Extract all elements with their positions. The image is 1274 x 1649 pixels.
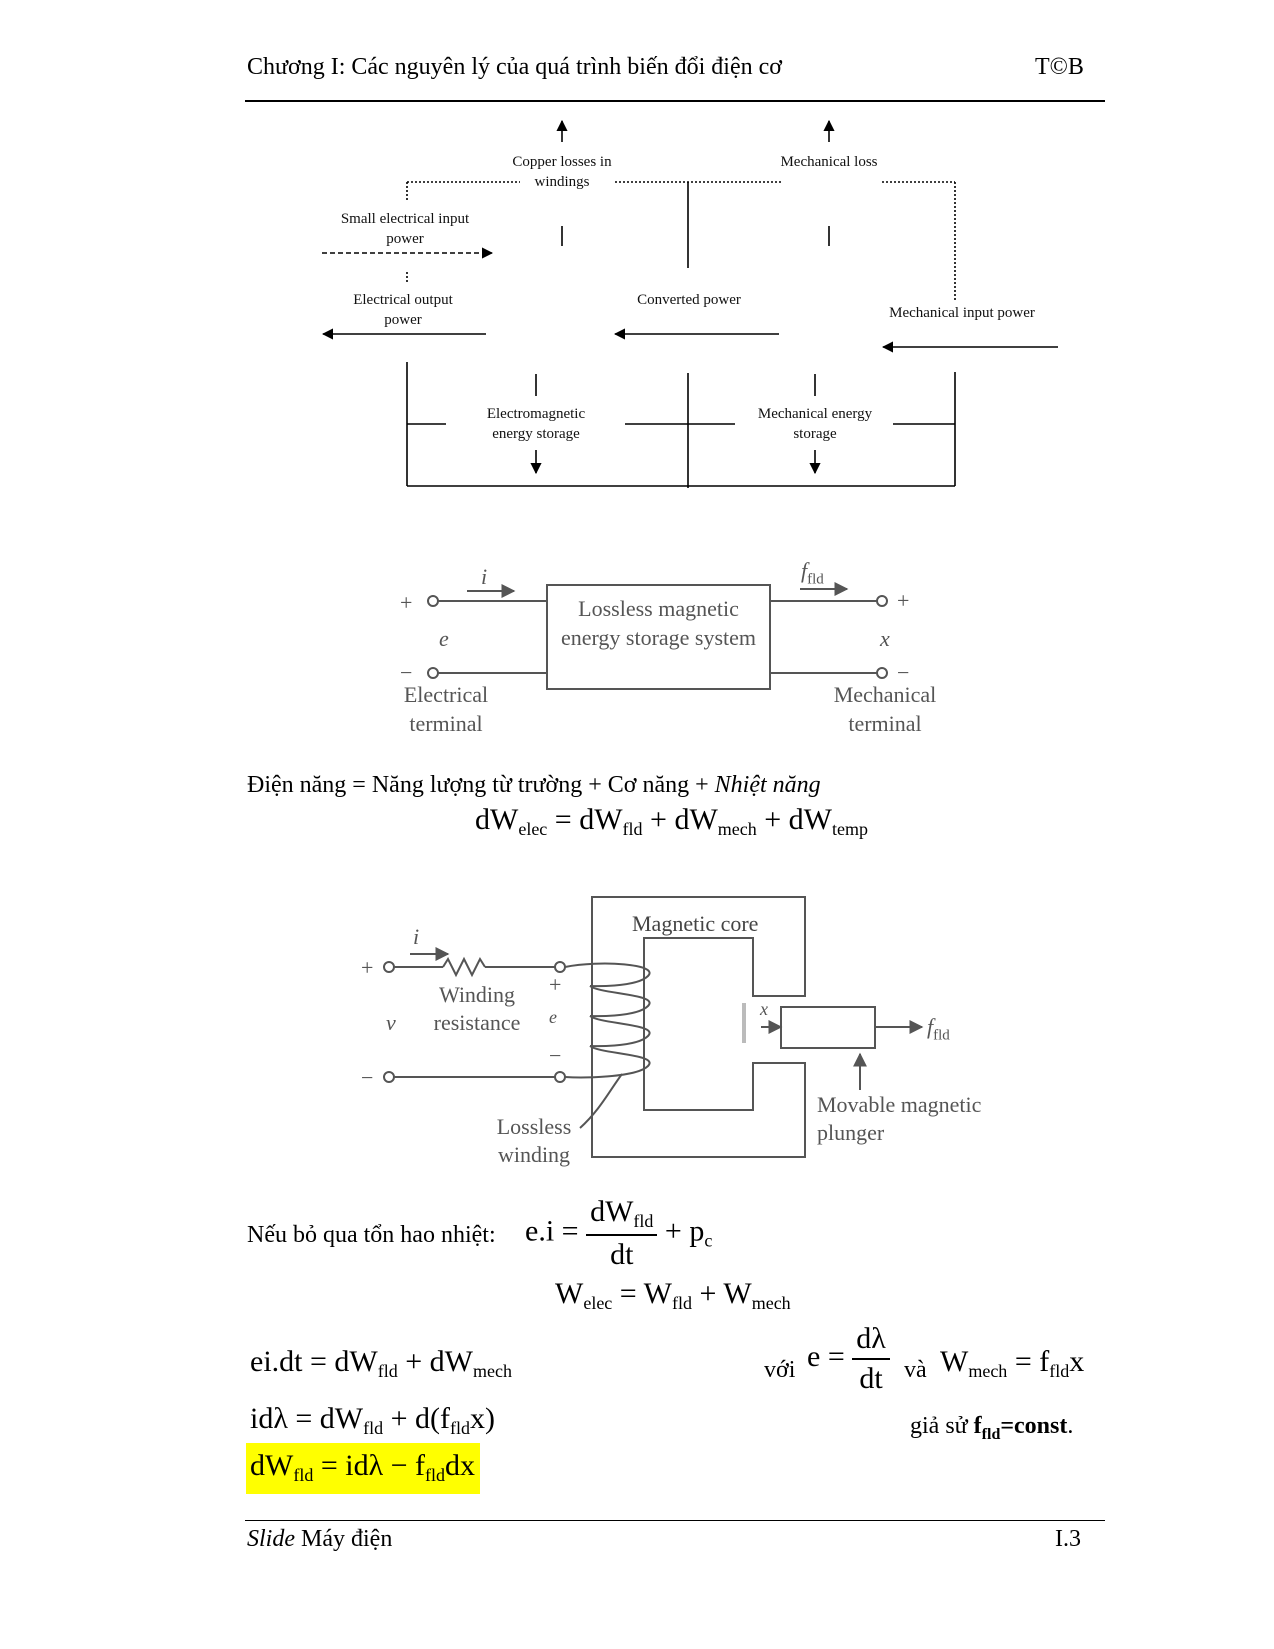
header-rule	[245, 100, 1105, 102]
core-plus-right: +	[549, 972, 562, 997]
winding-resistance-label: Winding resistance	[433, 982, 521, 1035]
page-number: I.3	[1055, 1526, 1081, 1552]
label-mech-storage: Mechanical energy storage	[757, 406, 873, 442]
label-em-storage: Electromagnetic energy storage	[486, 406, 586, 442]
equation-differential: ei.dt = dWfld + dWmech	[250, 1345, 512, 1381]
label-copper-losses: Copper losses in windings	[512, 154, 612, 190]
current-label: i	[481, 564, 488, 589]
magnetic-core-lines	[383, 896, 924, 1158]
core-minus-left: −	[361, 1065, 374, 1090]
core-force-label: ffld	[927, 1014, 950, 1044]
energy-balance-text: Điện năng = Năng lượng từ trường + Cơ nă…	[247, 772, 821, 798]
core-emf-label: e	[549, 1007, 557, 1027]
page-header-mark: T©B	[1035, 54, 1084, 80]
electrical-plus: +	[400, 590, 413, 615]
mechanical-minus: −	[897, 660, 910, 685]
electrical-minus: −	[400, 660, 413, 685]
equation-flux: idλ = dWfld + d(ffldx)	[250, 1402, 496, 1438]
highlighted-field-energy-equation: dWfld = idλ − fflddx	[246, 1443, 481, 1494]
electrical-terminal-label: Electrical terminal	[403, 682, 489, 736]
core-displacement-label: x	[760, 999, 768, 1019]
footer-left: Slide Máy điện	[247, 1526, 393, 1552]
force-label: ffld	[801, 558, 824, 588]
core-plus-left: +	[361, 955, 374, 980]
core-minus-right: −	[549, 1043, 562, 1068]
emf-label: e	[439, 626, 449, 651]
equation-energy-sum: Welec = Wfld + Wmech	[555, 1277, 791, 1313]
plunger-label: Movable magnetic plunger	[817, 1092, 982, 1145]
mechanical-terminal-label: Mechanical terminal	[833, 682, 937, 736]
assume-label: giả sử ffld=const.	[910, 1413, 1074, 1443]
label-mechanical-input: Mechanical input power	[889, 305, 1035, 321]
label-electrical-output: Electrical output power	[353, 292, 453, 328]
lossless-winding-label: Lossless winding	[496, 1114, 572, 1167]
with-label: với	[764, 1357, 796, 1383]
label-mechanical-loss: Mechanical loss	[780, 154, 878, 170]
and-label: và	[904, 1357, 927, 1383]
footer-rule	[245, 1520, 1105, 1521]
power-flow-lines	[321, 119, 1058, 488]
lossless-storage-lines	[427, 582, 888, 690]
magnetic-core-label: Magnetic core	[632, 911, 759, 936]
core-current-label: i	[413, 924, 420, 949]
energy-balance-equation: dWelec = dWfld + dWmech + dWtemp	[475, 803, 868, 839]
displacement-label: x	[880, 626, 890, 651]
page-header-title: Chương I: Các nguyên lý của quá trình bi…	[247, 54, 782, 80]
equation-mech-work: Wmech = ffldx	[940, 1345, 1085, 1381]
neglect-heat-label: Nếu bỏ qua tổn hao nhiệt:	[247, 1222, 496, 1248]
core-voltage-label: v	[386, 1010, 396, 1035]
label-small-electrical-input: Small electrical input power	[340, 211, 470, 247]
mechanical-plus: +	[897, 588, 910, 613]
box-label: Lossless magnetic energy storage system	[560, 596, 757, 650]
label-converted-power: Converted power	[637, 292, 741, 308]
